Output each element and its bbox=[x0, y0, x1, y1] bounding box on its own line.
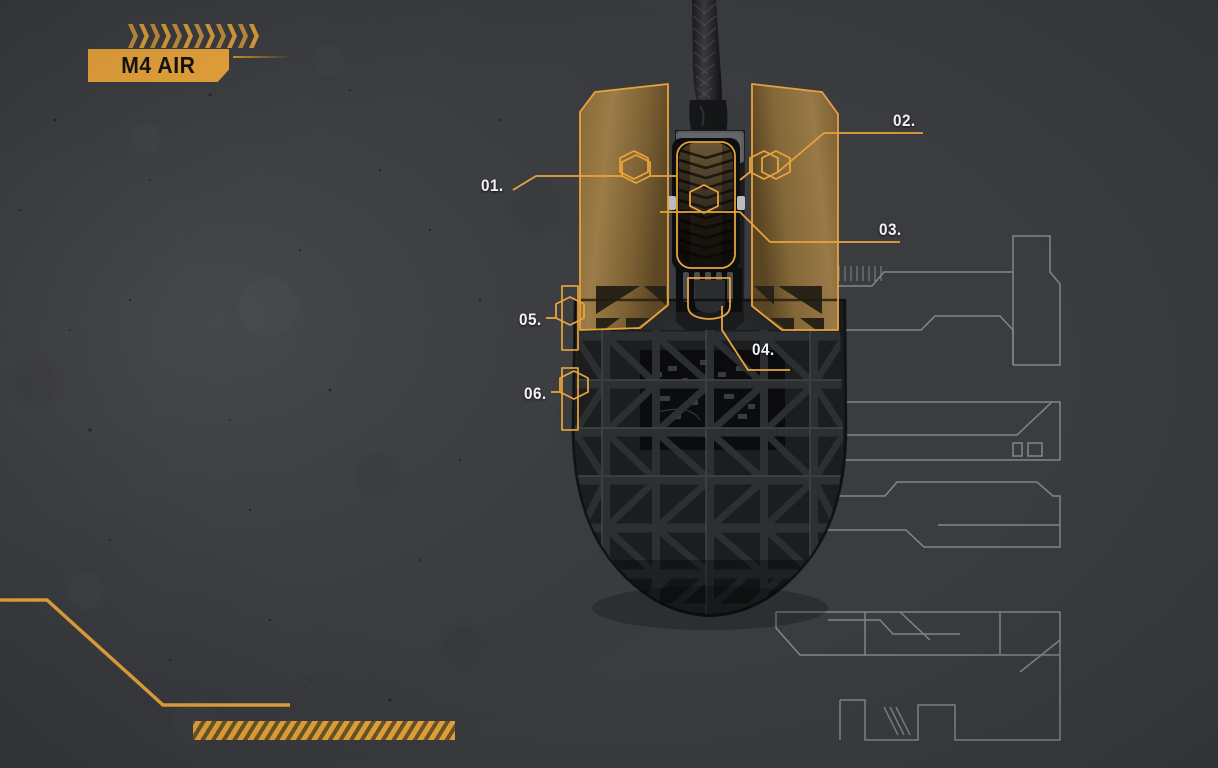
callout-label-01[interactable]: 01. bbox=[481, 176, 504, 195]
hazard-stripe-bar bbox=[193, 721, 455, 740]
badge-tail-line bbox=[233, 56, 291, 58]
product-badge: M4 AIR bbox=[88, 49, 229, 82]
callout-label-04[interactable]: 04. bbox=[752, 340, 775, 359]
callout-label-02[interactable]: 02. bbox=[893, 111, 916, 130]
callout-label-05[interactable]: 05. bbox=[519, 310, 542, 329]
callout-label-03[interactable]: 03. bbox=[879, 220, 902, 239]
callout-label-06[interactable]: 06. bbox=[524, 384, 547, 403]
product-badge-label: M4 AIR bbox=[121, 52, 196, 78]
